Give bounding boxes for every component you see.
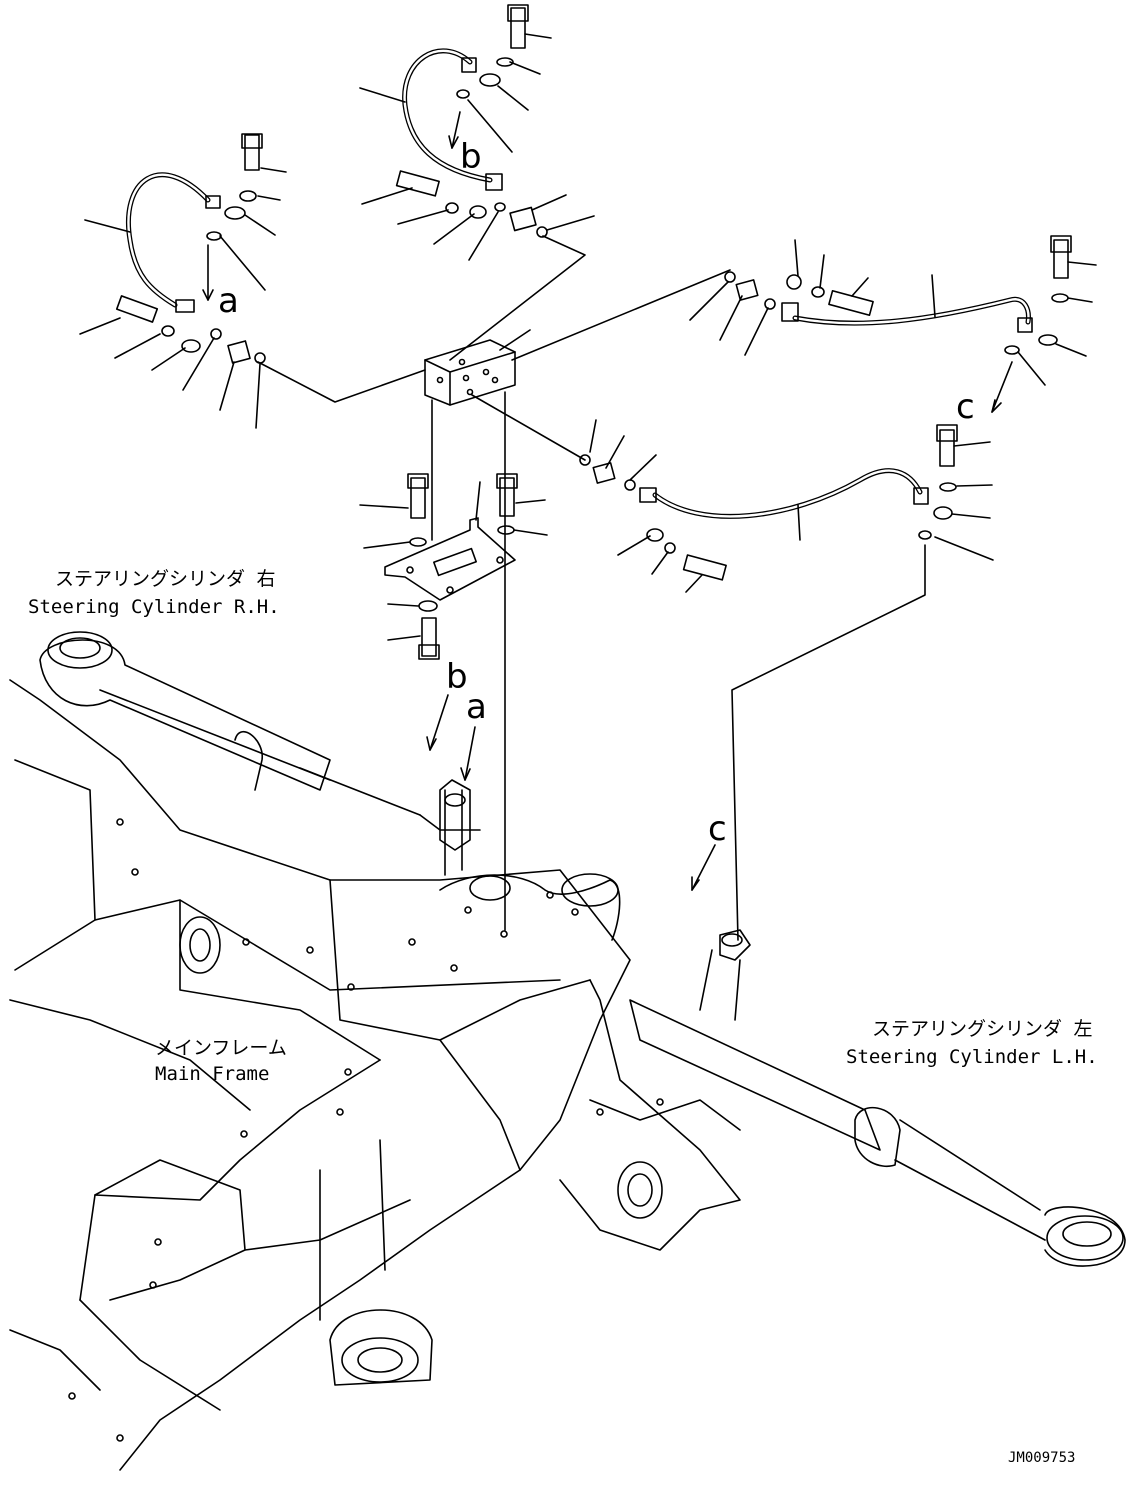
bolt-icon [510, 7, 526, 49]
cylinder-rh-label-jp: ステアリングシリンダ 右 [55, 568, 275, 590]
callout-a-top: a [218, 281, 239, 321]
main-frame [9, 679, 741, 1471]
hose-a [126, 172, 211, 308]
callout-arrows [426, 694, 716, 891]
frame-fittings [439, 544, 926, 1021]
flange-icon [227, 340, 251, 364]
callout-b-top: b [460, 137, 482, 177]
steering-cylinder-rh [39, 631, 481, 831]
hose-a-assembly [79, 133, 287, 429]
hose-lower-assembly [579, 419, 994, 593]
manifold-block [257, 235, 731, 931]
bolt-icon [939, 429, 955, 467]
main-frame-label-en: Main Frame [155, 1063, 269, 1085]
mounting-bracket [359, 473, 548, 660]
bolt-icon [421, 617, 437, 657]
hose-b-assembly [359, 4, 595, 261]
flange-icon [735, 279, 759, 301]
flange-icon [509, 206, 537, 232]
callout-a-lower: a [466, 687, 487, 727]
bolt-icon [1053, 239, 1069, 279]
cylinder-lh-label-en: Steering Cylinder L.H. [846, 1046, 1098, 1068]
cylinder-rh-label-en: Steering Cylinder R.H. [28, 596, 280, 618]
flange-icon [592, 462, 616, 484]
main-frame-label-jp: メインフレーム [155, 1037, 287, 1059]
steering-cylinder-lh [629, 999, 1126, 1267]
hose-c-assembly [689, 235, 1097, 413]
bolt-icon [499, 477, 515, 517]
bolt-icon [682, 554, 727, 581]
text-labels: a b c b a c ステアリングシリンダ 右 Steering Cylind… [28, 137, 1098, 1466]
cylinder-lh-label-jp: ステアリングシリンダ 左 [872, 1018, 1092, 1040]
callout-c-lower: c [708, 809, 727, 849]
drawing-number: JM009753 [1008, 1450, 1075, 1466]
bolt-icon [115, 295, 159, 323]
bolt-icon [410, 477, 426, 519]
callout-b-lower: b [446, 657, 468, 697]
bolt-icon [395, 170, 440, 197]
bolt-icon [244, 134, 260, 171]
bolt-icon [828, 290, 874, 316]
callout-c-top: c [956, 387, 975, 427]
